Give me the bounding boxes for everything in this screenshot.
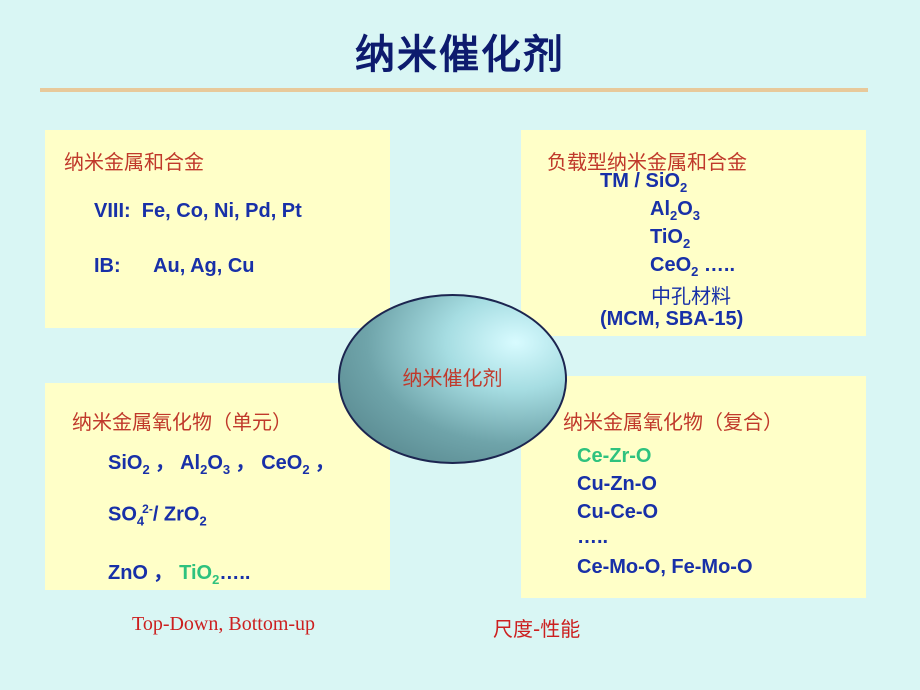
title-divider (40, 88, 868, 92)
center-label: 纳米催化剂 (402, 366, 503, 390)
tio2-highlight: TiO2 (179, 562, 220, 587)
heading-single-oxides: 纳米金属氧化物（单元） (72, 410, 292, 434)
item-ellipsis: ….. (577, 526, 609, 548)
item-mesoporous: 中孔材料 (651, 284, 731, 308)
item-cu-ce-o: Cu-Ce-O (577, 501, 659, 523)
row-zno-tio2: ZnO ， TiO2….. (108, 562, 251, 587)
center-ellipse (338, 294, 567, 464)
item-ce-zr-o: Ce-Zr-O (577, 445, 652, 467)
box-single-oxides (45, 383, 390, 590)
footer-top-down-bottom-up: Top-Down, Bottom-up (132, 613, 316, 635)
heading-nano-metals-alloys: 纳米金属和合金 (64, 150, 204, 174)
item-cu-zn-o: Cu-Zn-O (577, 473, 657, 495)
item-ce-mo-fe-mo: Ce-Mo-O, Fe-Mo-O (577, 556, 753, 578)
item-tio2: TiO2 (650, 226, 691, 251)
item-tm-sio2: TM / SiO2 (600, 170, 688, 195)
item-mcm-sba: (MCM, SBA-15) (600, 308, 744, 330)
item-ceo2: CeO2 ….. (650, 254, 736, 279)
viii-row: VIII: Fe, Co, Ni, Pd, Pt (94, 200, 302, 223)
viii-items: Fe, Co, Ni, Pd, Pt (141, 200, 302, 222)
box-nano-metals-alloys (45, 130, 390, 328)
box-composite-oxides (521, 376, 866, 598)
heading-supported-metals: 负载型纳米金属和合金 (547, 150, 747, 174)
item-al2o3: Al2O3 (650, 198, 701, 223)
footer-scale-performance: 尺度-性能 (493, 617, 581, 641)
viii-label: VIII: (94, 200, 131, 222)
ib-items: Au, Ag, Cu (153, 255, 255, 277)
ib-row: IB: Au, Ag, Cu (94, 255, 255, 278)
ib-label: IB: (94, 255, 121, 277)
row-sio2-al2o3-ceo2: SiO2 ， Al2O3 ， CeO2 ， (108, 452, 336, 477)
box-supported-metals (521, 130, 866, 336)
heading-composite-oxides: 纳米金属氧化物（复合） (563, 410, 783, 434)
page-title: 纳米催化剂 (355, 32, 565, 78)
row-so4-zro2: SO42-/ ZrO2 (108, 502, 207, 529)
